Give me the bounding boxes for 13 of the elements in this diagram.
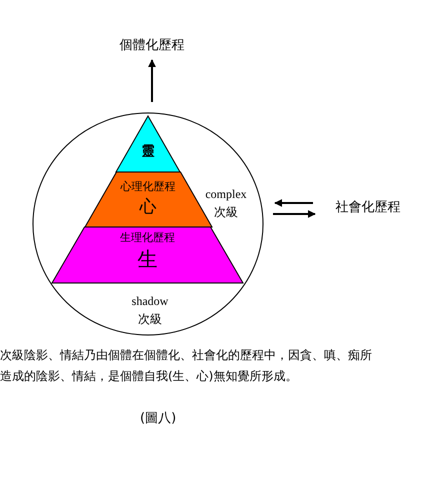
band-label: 靈 <box>140 143 156 160</box>
band-label: 心理化歷程 <box>119 179 176 194</box>
band-label: 個體化歷程 <box>118 37 186 54</box>
level-label: complex 次級 <box>204 186 248 221</box>
band-label: 生 <box>136 246 158 273</box>
caption-paragraph: 次級陰影、情結乃由個體在個體化、社會化的歷程中，因貪、嗔、痴所造成的陰影、情結，是個體自我(生、心)無知覺所形成。 <box>0 347 373 385</box>
arrow <box>274 199 313 207</box>
level-label: shadow 次級 <box>130 293 170 328</box>
band-label: 生理化歷程 <box>119 230 176 245</box>
figure-number: (圖八) <box>140 410 176 427</box>
arrow <box>273 210 316 218</box>
band-label: 社會化歷程 <box>334 199 402 216</box>
arrow <box>148 59 156 102</box>
